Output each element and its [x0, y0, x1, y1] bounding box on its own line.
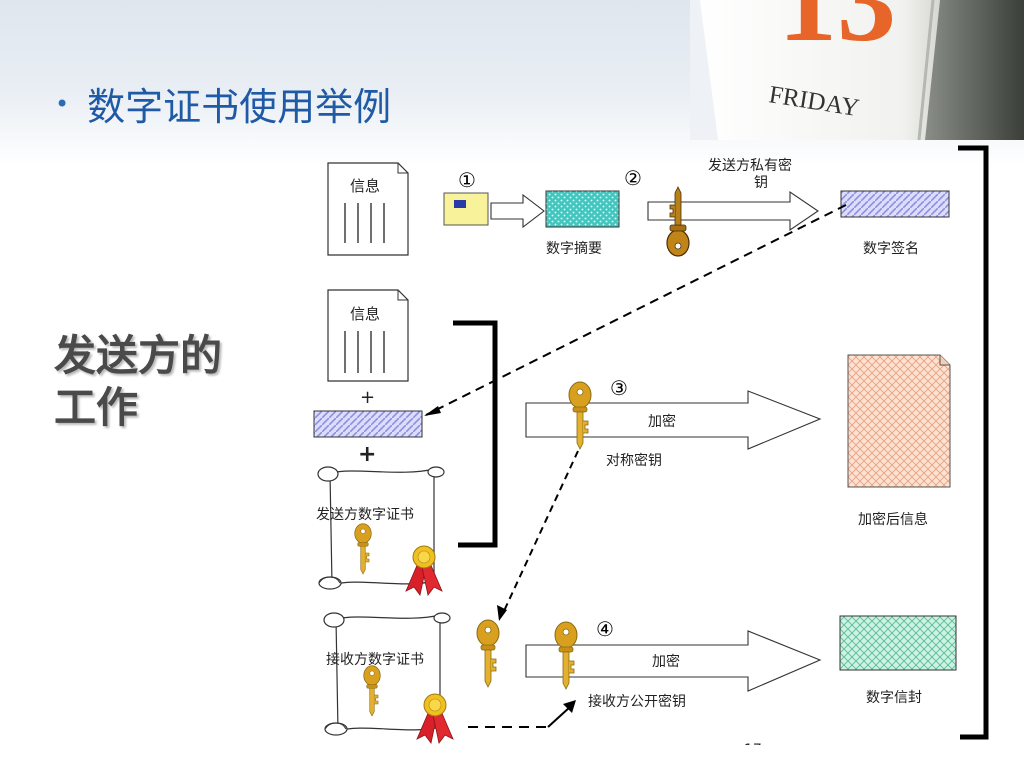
document-info-1: 信息: [327, 162, 409, 256]
step-2: ②: [624, 166, 642, 190]
step-3: ③: [610, 376, 628, 400]
side-title: 发送方的 工作: [54, 330, 254, 434]
digital-signature-box: [840, 190, 950, 218]
slide-title: • 数字证书使用举例: [55, 76, 391, 131]
private-key-icon: [666, 186, 690, 257]
digest-label: 数字摘要: [546, 240, 602, 257]
signature-copy-box: [313, 410, 423, 438]
sender-cert-label: 发送方数字证书: [316, 507, 414, 523]
hash-function-icon: [443, 192, 489, 226]
arrow-encrypt-1: [525, 390, 822, 450]
symkey-to-pubkey-line: [503, 450, 579, 612]
step-1: ①: [458, 168, 476, 192]
sym-key-label: 对称密钥: [606, 452, 662, 469]
envelope-label: 数字信封: [866, 690, 922, 706]
calendar-day: 13: [778, 0, 896, 66]
title-bullet: •: [55, 90, 70, 118]
plus-sign-1: +: [360, 387, 375, 408]
right-bracket: [958, 145, 989, 740]
arrow-to-signature: [647, 190, 819, 232]
document-info-2: 信息: [327, 289, 409, 382]
digital-envelope-box: [839, 615, 957, 671]
calendar-page-stack: [925, 0, 1024, 140]
private-key-label-line1: 发送方私有密: [708, 157, 792, 174]
slide-title-text: 数字证书使用举例: [87, 85, 392, 129]
bundle-bracket: [453, 320, 498, 548]
encrypt-label-2: 加密: [652, 653, 680, 670]
calendar-page: [700, 0, 940, 140]
digest-box: [545, 190, 620, 228]
signature-arrowhead: [424, 406, 441, 416]
step-4: ④: [596, 617, 614, 641]
signature-label: 数字签名: [863, 240, 919, 257]
encrypted-info-label: 加密后信息: [858, 511, 928, 528]
document-label-2: 信息: [350, 305, 380, 323]
receiver-cert-label: 接收方数字证书: [326, 651, 424, 668]
page-number: 17: [744, 742, 762, 745]
receiver-key-icon: [476, 619, 500, 688]
side-title-line1: 发送方的: [54, 331, 223, 380]
encrypted-info-page: [847, 354, 951, 488]
side-title-line2: 工作: [54, 383, 139, 432]
sender-workflow-diagram: 信息 ① 数字摘要 ② 发送方私有密 钥 数字签名 信息 + + 发送方数字证书: [313, 145, 989, 745]
signature-to-bundle-line: [425, 204, 847, 416]
receiver-pubkey-label: 接收方公开密钥: [588, 693, 686, 710]
plus-sign-2: +: [358, 442, 376, 467]
document-label-1: 信息: [350, 177, 380, 195]
encrypt-label-1: 加密: [648, 413, 676, 430]
calendar-photo: 13 FRIDAY: [690, 0, 1024, 140]
symkey-arrowhead: [497, 605, 507, 621]
arrow-to-digest: [490, 193, 545, 229]
private-key-label-line2: 钥: [754, 175, 768, 191]
pubkey-arrowhead: [563, 700, 576, 713]
